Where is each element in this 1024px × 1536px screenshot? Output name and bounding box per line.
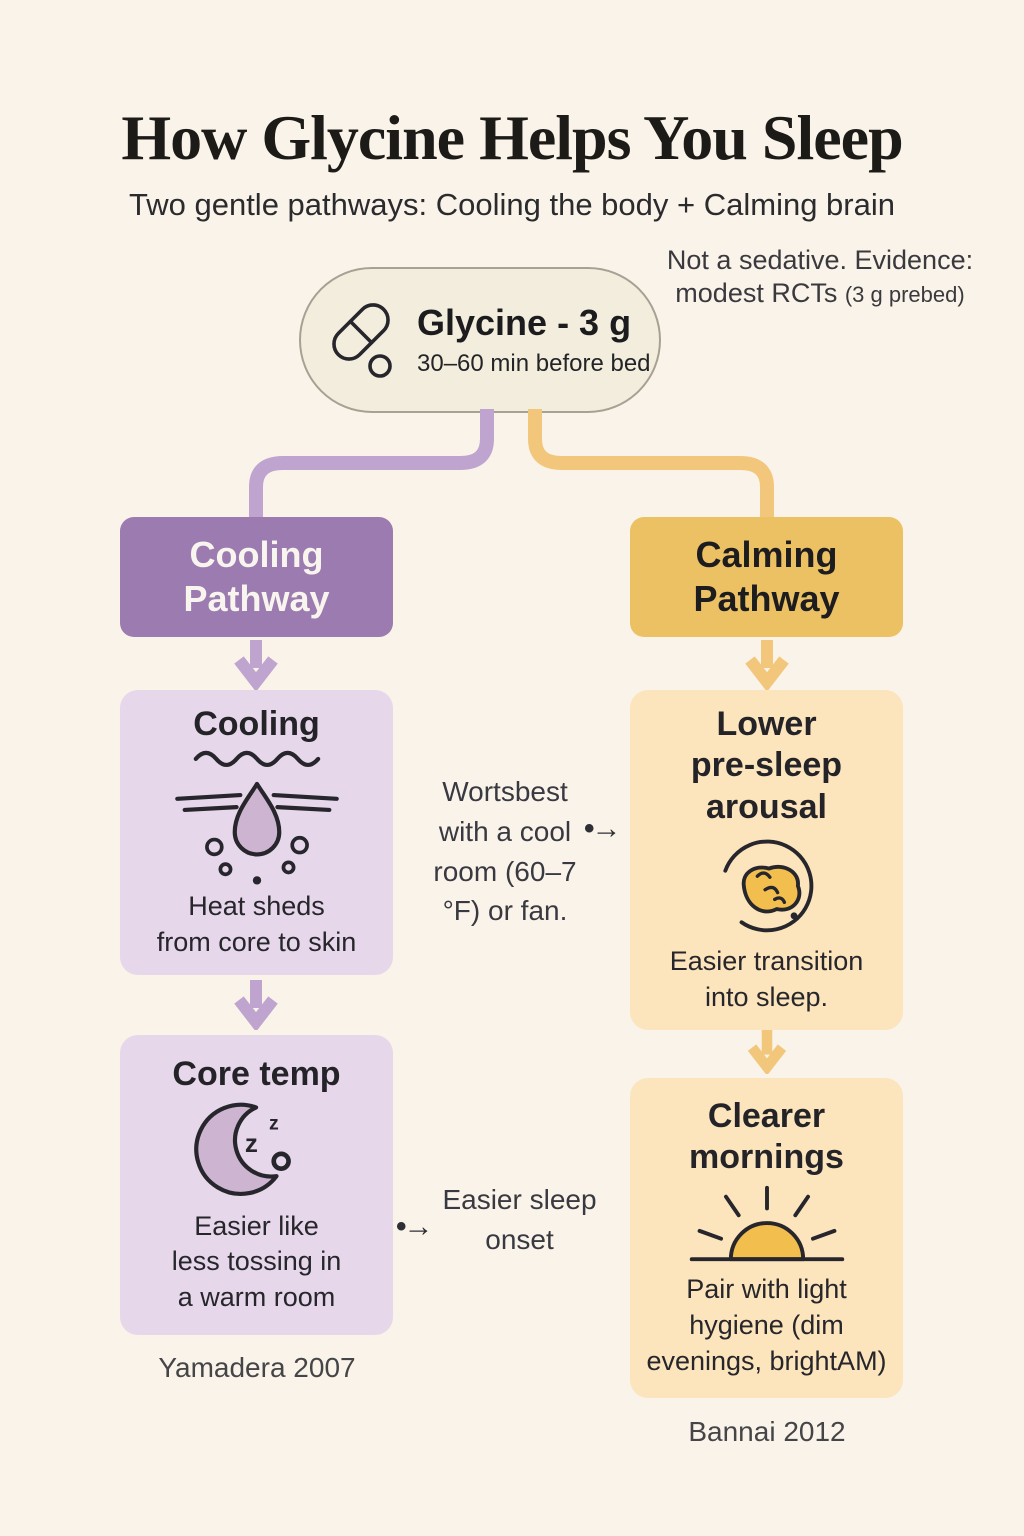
sleep-z-small: z — [269, 1113, 279, 1135]
cooling-down-arrow-2-icon — [234, 980, 278, 1030]
cooling-step-2-title: Core temp — [172, 1054, 341, 1093]
crescent-moon-icon: z z — [193, 1102, 291, 1196]
cooling-down-arrow-1-icon — [234, 640, 278, 690]
connector-calming-path — [528, 409, 774, 521]
evidence-note-line1: Not a sedative. Evidence: — [666, 245, 974, 275]
citation-calming: Bannai 2012 — [688, 1416, 846, 1447]
annotation-cool-room: Wortsbest with a cool room (60–7 °F) or … — [433, 776, 577, 927]
flow-arrow-icon: •→ — [584, 812, 621, 845]
root-node-text: Glycine - 3 g 30–60 min before bed — [417, 302, 651, 378]
root-node-glycine: Glycine - 3 g 30–60 min before bed — [299, 267, 661, 413]
cooling-step-box-1: Cooling Heat sheds from core to skin — [120, 690, 393, 975]
brain-icon — [722, 840, 813, 933]
cooling-step-1-body: Heat sheds from core to skin — [156, 891, 357, 958]
evidence-note-paren: (3 g prebed) — [844, 281, 965, 307]
cooling-step-1-title: Cooling — [193, 705, 320, 743]
sleep-z-large: z — [244, 1128, 257, 1158]
calming-pathway-header: Calming Pathway — [630, 517, 903, 637]
calming-step-1-title: Lower pre-sleep arousal — [690, 705, 843, 826]
annotation-sleep-onset: Easier sleep onset — [442, 1184, 597, 1255]
page-title: How Glycine Helps You Sleep — [121, 101, 903, 173]
calming-step-box-1: Lower pre-sleep arousal Easier transitio… — [630, 690, 903, 1030]
calming-down-arrow-1-icon — [745, 640, 789, 690]
evidence-note-line2: modest RCTs — [675, 277, 845, 308]
cooling-step-box-2: Core temp z z Easier like less tossing i… — [120, 1035, 393, 1335]
cooling-step-2-body: Easier like less tossing in a warm room — [171, 1210, 342, 1313]
sunrise-icon — [689, 1185, 844, 1261]
calming-step-2-title: Clearer mornings — [689, 1096, 844, 1177]
sweat-droplet-icon — [174, 751, 339, 886]
root-node-subtitle: 30–60 min before bed — [417, 350, 651, 377]
pill-icon — [332, 303, 392, 378]
cooling-pathway-header: Cooling Pathway — [120, 517, 393, 637]
evidence-note: Not a sedative. Evidence: modest RCTs (3… — [652, 244, 988, 310]
calming-down-arrow-2-icon — [747, 1030, 787, 1074]
flow-arrow-icon: •→ — [396, 1210, 433, 1243]
calming-step-box-2: Clearer mornings Pair with light hygiene… — [630, 1078, 903, 1398]
page-subtitle: Two gentle pathways: Cooling the body + … — [129, 187, 895, 222]
calming-step-1-body: Easier transition into sleep. — [669, 946, 864, 1013]
root-node-title: Glycine - 3 g — [417, 302, 632, 343]
connector-cooling-path — [249, 409, 494, 521]
calming-step-2-body: Pair with light hygiene (dim evenings, b… — [646, 1274, 887, 1377]
citation-cooling: Yamadera 2007 — [158, 1352, 356, 1383]
flow-connectors — [249, 409, 774, 521]
